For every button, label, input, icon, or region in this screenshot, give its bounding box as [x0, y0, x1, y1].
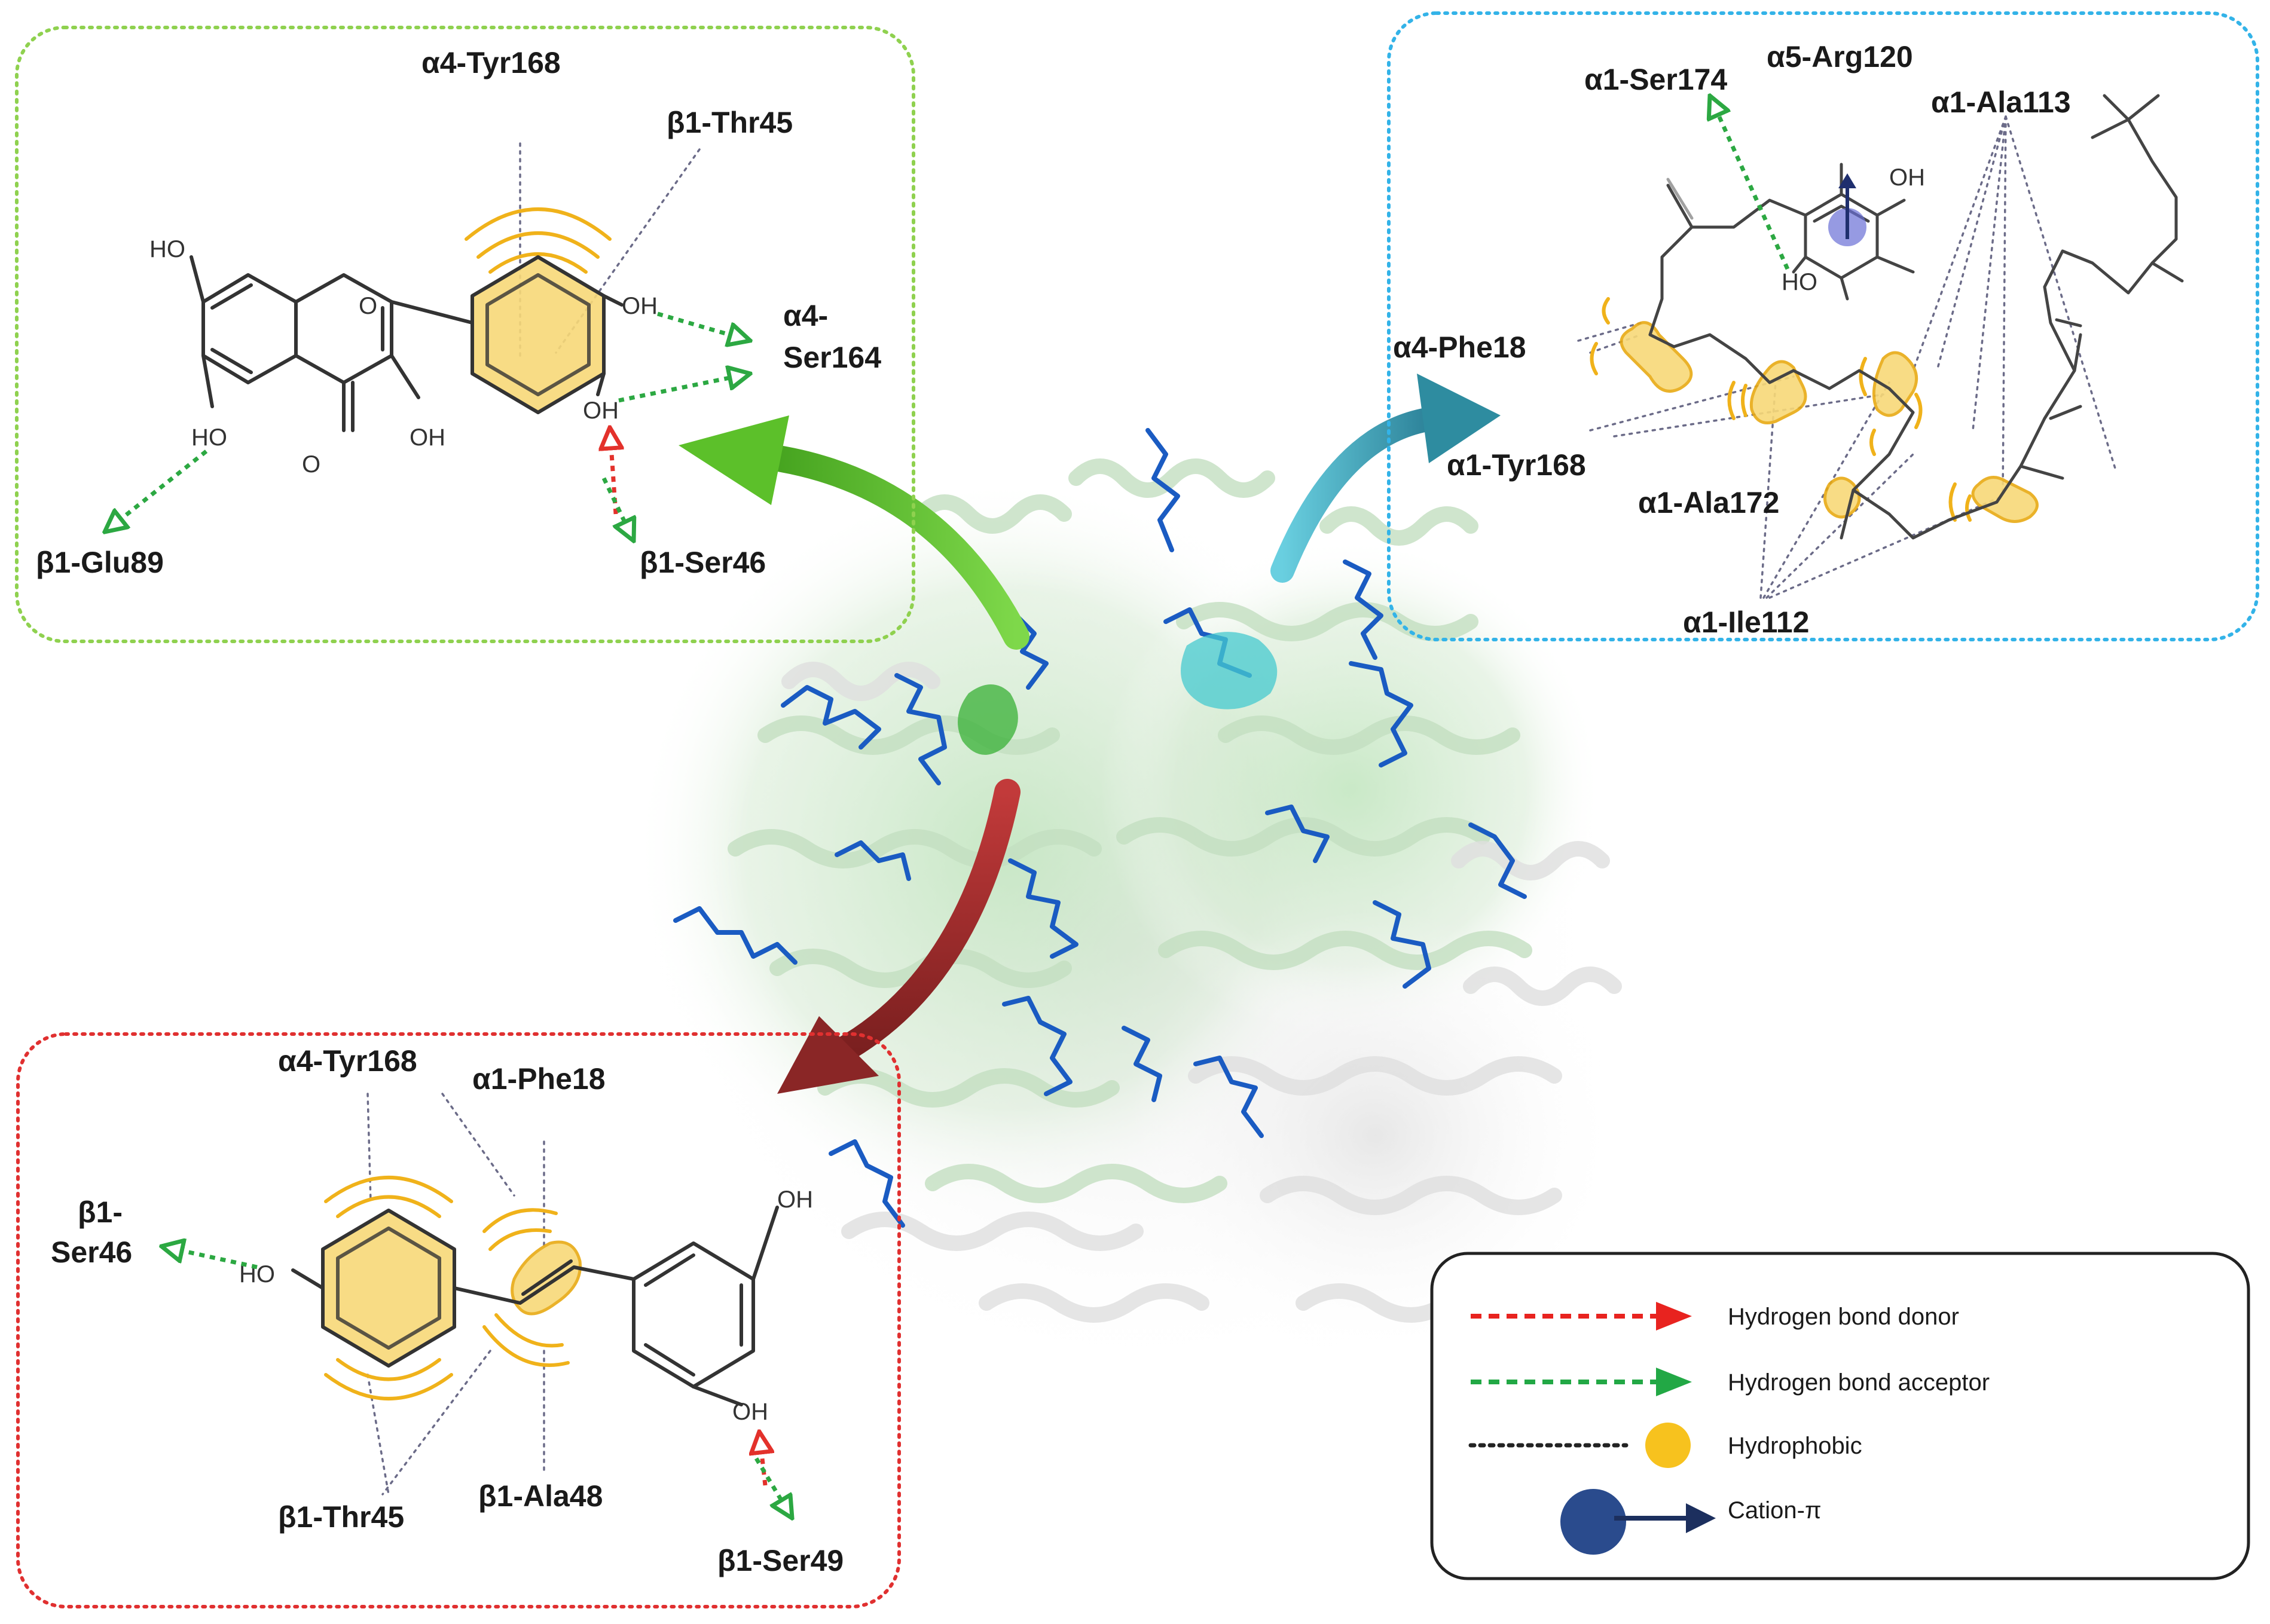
- quercetin-molecule: [190, 255, 624, 432]
- atom-o-keto: O: [302, 451, 320, 478]
- label-a5-arg120: α5-Arg120: [1767, 40, 1913, 74]
- label-b1-ala48: β1-Ala48: [478, 1479, 603, 1513]
- proteasome-structure: [634, 428, 1626, 1393]
- legend-item-hbond-acceptor: Hydrogen bond acceptor: [1471, 1368, 1990, 1396]
- label-a1-phe18-red: α1-Phe18: [472, 1062, 606, 1096]
- hydrophobic-ring-highlight-red: [321, 1209, 456, 1368]
- legend-item-hydrophobic: Hydrophobic: [1468, 1423, 1862, 1468]
- label-b1-thr45-red: β1-Thr45: [278, 1500, 404, 1534]
- atom-oh-3prime: OH: [583, 397, 619, 424]
- atom-ho-blue: HO: [1782, 269, 1817, 295]
- legend-label-hydrophobic: Hydrophobic: [1728, 1433, 1862, 1459]
- label-a4-ser164-top: α4-: [783, 299, 828, 332]
- label-b1-glu89: β1-Glu89: [36, 546, 164, 579]
- blue-binding-panel: OH HO α1-Ser174 α5-Arg120 α1-Ala113 α4-P…: [1387, 11, 2259, 641]
- label-b1-ser49: β1-Ser49: [717, 1544, 844, 1577]
- cation-pi-swatch: [1560, 1489, 1626, 1555]
- red-binding-panel: HO OH OH α4-Tyr168 α1-Phe18 β1- Ser46 β1…: [16, 1032, 901, 1608]
- label-a1-ser174: α1-Ser174: [1584, 63, 1727, 96]
- atom-ho-7: HO: [149, 236, 185, 262]
- label-b1-thr45-green: β1-Thr45: [667, 106, 793, 139]
- blue-panel-border: [1387, 11, 2259, 641]
- hydrophobic-swatch: [1645, 1423, 1691, 1468]
- legend: Hydrogen bond donor Hydrogen bond accept…: [1430, 1252, 2250, 1580]
- arrow-to-green-panel: [679, 415, 1029, 650]
- label-a4-tyr168-green: α4-Tyr168: [421, 46, 561, 79]
- label-a1-ile112: α1-Ile112: [1683, 605, 1809, 639]
- prenylated-quinol-molecule: [1648, 94, 2184, 540]
- arrow-to-blue-panel: [1270, 374, 1501, 583]
- legend-label-hbond-acceptor: Hydrogen bond acceptor: [1728, 1369, 1990, 1396]
- atom-oh-blue: OH: [1889, 164, 1925, 191]
- arrow-to-red-panel: [777, 779, 1021, 1094]
- legend-label-cation-pi: Cation-π: [1728, 1497, 1822, 1524]
- label-a4-tyr168-red: α4-Tyr168: [278, 1044, 417, 1078]
- legend-item-cation-pi: Cation-π: [1560, 1489, 1822, 1555]
- atom-oh-red-bottom: OH: [732, 1399, 768, 1425]
- atom-oh-red-top: OH: [777, 1186, 813, 1213]
- label-a1-ala113: α1-Ala113: [1931, 85, 2071, 119]
- label-a4-ser164-bottom: Ser164: [783, 341, 881, 374]
- legend-label-hbond-donor: Hydrogen bond donor: [1728, 1304, 1959, 1330]
- label-b1-ser46-green: β1-Ser46: [640, 546, 766, 579]
- label-a4-phe18: α4-Phe18: [1393, 331, 1526, 364]
- red-panel-border: [16, 1032, 901, 1608]
- legend-box: [1430, 1252, 2250, 1580]
- atom-oh-4prime: OH: [622, 293, 658, 319]
- green-panel-border: [15, 26, 915, 643]
- atom-oh-3: OH: [410, 424, 445, 451]
- label-a1-ala172: α1-Ala172: [1638, 486, 1779, 519]
- legend-item-hbond-donor: Hydrogen bond donor: [1471, 1302, 1959, 1331]
- atom-ho-5: HO: [191, 424, 227, 451]
- label-a1-tyr168: α1-Tyr168: [1447, 448, 1586, 482]
- hydrophobic-contacts-blue: [1620, 321, 2039, 523]
- label-b1-ser46-red-bottom: Ser46: [51, 1235, 132, 1269]
- resveratrol-molecule: [291, 1206, 779, 1406]
- atom-o-ring: O: [359, 293, 377, 319]
- hydrophobic-ring-highlight: [471, 255, 606, 414]
- green-binding-panel: HO O OH OH HO O OH α4-Tyr168 β1-Thr45 α4…: [15, 26, 915, 643]
- label-b1-ser46-red-top: β1-: [78, 1195, 123, 1229]
